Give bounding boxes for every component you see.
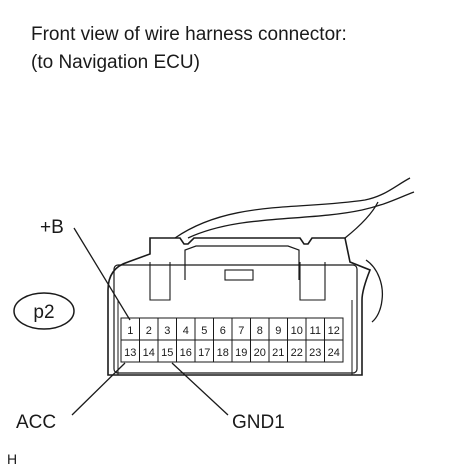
figure-code: H <box>7 451 18 467</box>
leader-lines <box>71 227 229 416</box>
connector-code-label: p2 <box>33 302 54 323</box>
label-plus-b: +B <box>40 217 64 238</box>
pin-number: 9 <box>275 325 281 337</box>
pin-number: 14 <box>143 347 155 359</box>
pin-number: 19 <box>235 347 247 359</box>
pin-number: 4 <box>183 325 189 337</box>
pin-number: 20 <box>254 347 266 359</box>
pin-number: 24 <box>328 347 340 359</box>
pin-number: 7 <box>238 325 244 337</box>
wire-harness <box>174 177 415 323</box>
pin-number: 5 <box>201 325 207 337</box>
pin-number: 18 <box>217 347 229 359</box>
pin-number: 17 <box>198 347 210 359</box>
pin-number: 3 <box>164 325 170 337</box>
label-gnd1: GND1 <box>232 412 285 433</box>
diagram-title-line-2: (to Navigation ECU) <box>31 52 200 73</box>
pin-number: 15 <box>161 347 173 359</box>
pin-number: 1 <box>127 325 133 337</box>
pin-number: 10 <box>291 325 303 337</box>
pin-number: 6 <box>220 325 226 337</box>
diagram-title-line-1: Front view of wire harness connector: <box>31 24 347 45</box>
pin-cell <box>324 339 344 363</box>
pin-number: 23 <box>309 347 321 359</box>
connector-code-oval <box>13 292 75 330</box>
pin-number: 8 <box>257 325 263 337</box>
pin-number: 16 <box>180 347 192 359</box>
connector-housing <box>107 237 372 376</box>
pin-number: 11 <box>310 325 321 337</box>
pin-number: 2 <box>146 325 152 337</box>
pin-number: 13 <box>124 347 136 359</box>
pin-number: 21 <box>272 347 284 359</box>
pin-number: 22 <box>291 347 303 359</box>
label-acc: ACC <box>16 412 56 433</box>
pin-number: 12 <box>328 325 340 337</box>
